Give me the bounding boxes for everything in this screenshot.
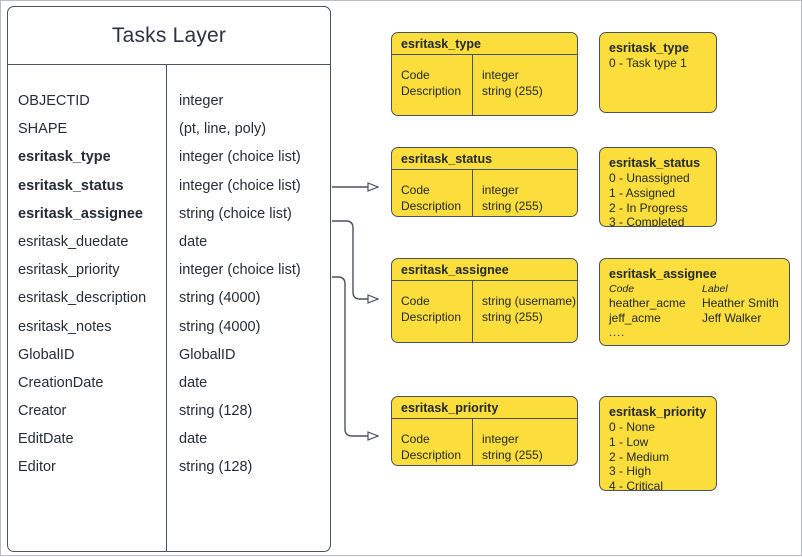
domain-field-code: Code (401, 68, 430, 82)
field-name: CreationDate (18, 374, 104, 391)
domain-table-title: esritask_priority (392, 397, 577, 419)
domain-values-title: esritask_assignee (609, 267, 717, 281)
entity-field-list: OBJECTID SHAPE esritask_type esritask_st… (8, 65, 330, 551)
field-name: esritask_type (18, 149, 111, 166)
header-label: Label (702, 283, 728, 295)
domain-field-description: Description (401, 83, 462, 98)
field-name: esritask_notes (18, 318, 112, 335)
domain-table-esritask-type: esritask_type Code Description integer s… (391, 32, 578, 116)
value-code: jeff_acme (609, 311, 661, 326)
field-type: integer (choice list) (179, 177, 301, 194)
value-label: Heather Smith (702, 296, 779, 310)
field-name: EditDate (18, 431, 74, 448)
field-name: esritask_status (18, 177, 124, 194)
domain-field-description: Description (401, 198, 462, 213)
domain-field-description: Description (401, 309, 462, 324)
entity-field-names-column: OBJECTID SHAPE esritask_type esritask_st… (8, 65, 167, 551)
domain-values-title: esritask_type (609, 41, 689, 55)
field-type: date (179, 374, 208, 391)
domain-values-row: jeff_acme Jeff Walker (609, 311, 789, 326)
value-code: heather_acme (609, 296, 686, 310)
domain-type-code: string (username) (482, 294, 577, 308)
field-name: esritask_assignee (18, 205, 143, 222)
connector-priority (332, 276, 378, 436)
field-type: date (179, 431, 208, 448)
domain-table-esritask-status: esritask_status Code Description integer… (391, 147, 578, 217)
domain-value-item: 3 - Completed (609, 215, 685, 227)
value-label: Jeff Walker (702, 311, 762, 326)
domain-table-fields: Code Description (392, 419, 473, 465)
page-title: Tasks Layer (8, 7, 330, 65)
entity-table-tasks-layer: Tasks Layer OBJECTID SHAPE esritask_type… (7, 6, 331, 552)
field-type: string (4000) (179, 290, 261, 307)
field-name: GlobalID (18, 346, 75, 363)
domain-table-esritask-priority: esritask_priority Code Description integ… (391, 396, 578, 466)
domain-table-title: esritask_status (392, 148, 577, 170)
field-type: string (128) (179, 459, 253, 476)
field-type: date (179, 233, 208, 250)
domain-type-description: string (255) (482, 198, 543, 213)
domain-value-item: 3 - High (609, 464, 652, 479)
domain-values-esritask-status: esritask_status 0 - Unassigned 1 - Assig… (599, 147, 717, 227)
domain-type-description: string (255) (482, 309, 543, 324)
domain-value-item: 0 - Unassigned (609, 171, 690, 185)
domain-table-types: integer string (255) (473, 419, 577, 465)
domain-value-item: 0 - Task type 1 (609, 56, 687, 70)
domain-value-item: 2 - In Progress (609, 200, 688, 215)
field-type: string (4000) (179, 318, 261, 335)
field-type: string (choice list) (179, 205, 292, 222)
field-name: Creator (18, 403, 67, 420)
domain-type-description: string (255) (482, 83, 543, 98)
domain-values-esritask-priority: esritask_priority 0 - None 1 - Low 2 - M… (599, 396, 717, 491)
domain-value-item: 4 - Critical (609, 479, 664, 491)
domain-table-types: integer string (255) (473, 55, 577, 115)
connector-assignee (332, 220, 378, 299)
domain-field-code: Code (401, 294, 430, 308)
domain-field-description: Description (401, 447, 462, 462)
domain-table-esritask-assignee: esritask_assignee Code Description strin… (391, 258, 578, 343)
domain-table-body: Code Description integer string (255) (392, 419, 577, 465)
field-type: GlobalID (179, 346, 236, 363)
domain-value-item: 2 - Medium (609, 449, 670, 464)
domain-value-item: 1 - Assigned (609, 185, 676, 200)
field-name: OBJECTID (18, 93, 90, 109)
domain-values-row: heather_acme Heather Smith (609, 296, 789, 311)
domain-table-title: esritask_type (392, 33, 577, 55)
domain-table-body: Code Description string (username) strin… (392, 281, 577, 342)
domain-table-fields: Code Description (392, 55, 473, 115)
entity-field-types-column: integer (pt, line, poly) integer (choice… (167, 65, 330, 551)
domain-type-code: integer (482, 183, 519, 197)
domain-type-code: integer (482, 432, 519, 446)
field-type: integer (choice list) (179, 262, 301, 279)
field-type: integer (choice list) (179, 149, 301, 166)
domain-values-title: esritask_priority (609, 405, 707, 419)
field-type: (pt, line, poly) (179, 121, 267, 138)
field-name: SHAPE (18, 121, 68, 138)
domain-table-body: Code Description integer string (255) (392, 170, 577, 216)
domain-table-fields: Code Description (392, 170, 473, 216)
field-type: string (128) (179, 403, 253, 420)
field-name: esritask_description (18, 290, 147, 307)
domain-table-types: string (username) string (255) (473, 281, 577, 342)
domain-type-description: string (255) (482, 447, 543, 462)
domain-value-item: 0 - None (609, 420, 656, 434)
field-type: integer (179, 93, 224, 109)
field-name: Editor (18, 459, 56, 476)
domain-values-esritask-type: esritask_type 0 - Task type 1 (599, 32, 717, 113)
domain-table-types: integer string (255) (473, 170, 577, 216)
domain-values-more: .... (609, 327, 626, 340)
field-name: esritask_priority (18, 262, 120, 279)
domain-table-fields: Code Description (392, 281, 473, 342)
domain-values-header-row: Code Label (609, 282, 789, 296)
header-code: Code (609, 283, 635, 295)
domain-field-code: Code (401, 432, 430, 446)
domain-table-title: esritask_assignee (392, 259, 577, 281)
domain-values-title: esritask_status (609, 156, 701, 170)
domain-type-code: integer (482, 68, 519, 82)
domain-field-code: Code (401, 183, 430, 197)
field-name: esritask_duedate (18, 233, 129, 250)
domain-table-body: Code Description integer string (255) (392, 55, 577, 115)
domain-values-esritask-assignee: esritask_assignee Code Label heather_acm… (599, 258, 790, 346)
domain-value-item: 1 - Low (609, 434, 649, 449)
